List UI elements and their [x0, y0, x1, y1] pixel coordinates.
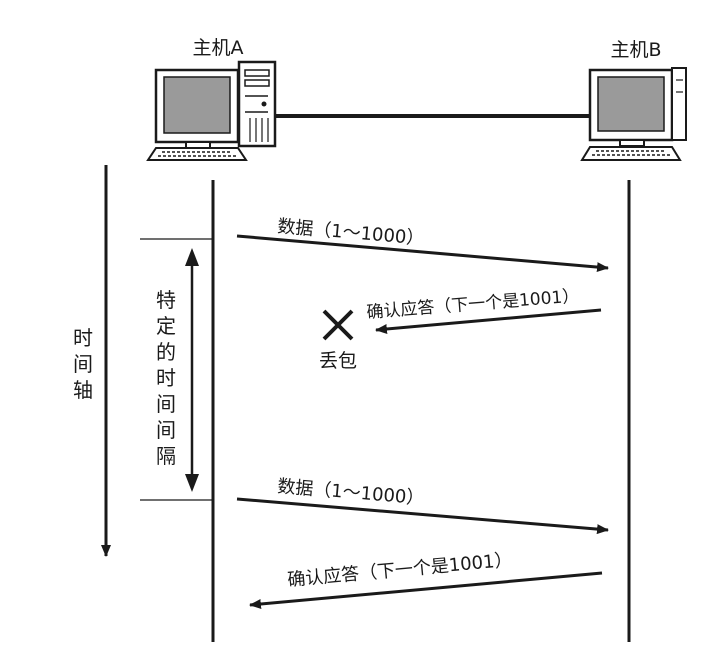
interval-label-char: 隔 — [156, 444, 176, 468]
ack-arrow-lost — [375, 308, 602, 335]
data-arrow-2 — [236, 497, 609, 535]
interval-double-arrow — [185, 248, 199, 492]
data-arrow-1 — [236, 234, 609, 273]
ack-message-label-lost: 确认应答（下一个是1001） — [366, 286, 580, 323]
interval-label-char: 的 — [156, 340, 176, 364]
interval-label-char: 定 — [156, 314, 176, 338]
ack-arrow-2 — [249, 571, 603, 609]
interval-label-char: 特 — [156, 288, 176, 312]
time-axis-label-char: 轴 — [73, 378, 93, 402]
interval-label-char: 间 — [156, 418, 176, 442]
cross-icon — [322, 309, 354, 341]
time-axis-label-char: 时 — [73, 326, 93, 350]
packet-loss-label: 丢包 — [319, 350, 357, 372]
host-b-computer-icon — [580, 67, 687, 161]
interval-label-char: 时 — [156, 366, 176, 390]
interval-label-char: 间 — [156, 392, 176, 416]
host-b-label: 主机B — [610, 39, 661, 61]
host-a-computer-icon — [146, 60, 277, 161]
time-axis-label-char: 间 — [73, 352, 93, 376]
host-a-label: 主机A — [193, 37, 244, 59]
